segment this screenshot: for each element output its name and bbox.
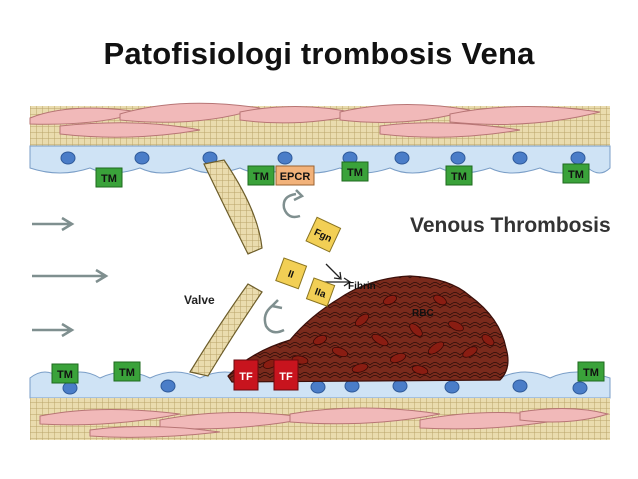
- bottom-vessel-wall: [29, 371, 611, 440]
- flow-arrow-icon: [32, 268, 109, 284]
- rbc-label: RBC: [412, 308, 434, 319]
- tm-label: TM: [451, 171, 467, 183]
- tm-box-bottom-2: TM: [113, 361, 141, 382]
- blood-flow-arrows: [32, 216, 109, 338]
- ii-label: II: [286, 269, 295, 281]
- valve-label: Valve: [184, 293, 215, 307]
- top-vessel-wall: [29, 102, 611, 174]
- tf-box-2: TF: [273, 359, 299, 391]
- tm-box-bottom-3: TM: [577, 361, 605, 382]
- top-nuclei: [60, 151, 586, 165]
- slide-title: Patofisiologi trombosis Vena: [103, 36, 535, 71]
- tm-box-top-5: TM: [562, 163, 590, 184]
- tm-box-top-3: TM: [341, 161, 369, 182]
- lower-valve-leaflet: [189, 283, 263, 377]
- tm-box-top-2: TM: [247, 165, 275, 186]
- epcr-label: EPCR: [280, 171, 311, 183]
- tm-box-bottom-1: TM: [51, 363, 79, 384]
- vortex-arrow-icon: [263, 305, 285, 334]
- tm-label: TM: [253, 171, 269, 183]
- flow-arrow-icon: [32, 322, 75, 338]
- tf-label: TF: [279, 371, 293, 383]
- venous-thrombosis-heading: Venous Thrombosis: [410, 214, 611, 237]
- fibrin-arrow-icon: [325, 263, 342, 280]
- vortex-arrow-icon: [282, 192, 301, 219]
- upper-valve-leaflet: [203, 159, 263, 255]
- tm-box-top-1: TM: [95, 167, 123, 188]
- tm-label: TM: [568, 169, 584, 181]
- iia-box: IIa: [305, 277, 336, 307]
- vortex-arrowhead-icon: [293, 189, 305, 202]
- tf-label: TF: [239, 371, 253, 383]
- fgn-box: Fgn: [305, 216, 342, 253]
- top-smooth-muscle-cells: [29, 102, 601, 138]
- thrombus: RBC: [227, 275, 509, 383]
- fibrin-label: Fibrin: [348, 281, 376, 292]
- bottom-nuclei: [62, 379, 588, 395]
- bottom-smooth-muscle-cells: [39, 407, 610, 438]
- tm-label: TM: [101, 173, 117, 185]
- iia-label: IIa: [313, 286, 328, 300]
- tm-label: TM: [119, 367, 135, 379]
- tf-box-1: TF: [233, 359, 259, 391]
- epcr-box: EPCR: [275, 165, 315, 186]
- red-blood-cells: [262, 294, 495, 375]
- ii-box: II: [275, 257, 308, 290]
- tm-label: TM: [57, 369, 73, 381]
- flow-arrow-icon: [32, 216, 75, 232]
- tm-label: TM: [347, 167, 363, 179]
- tm-label: TM: [583, 367, 599, 379]
- vortex-arrowhead-icon: [269, 299, 283, 310]
- tm-box-top-4: TM: [445, 165, 473, 186]
